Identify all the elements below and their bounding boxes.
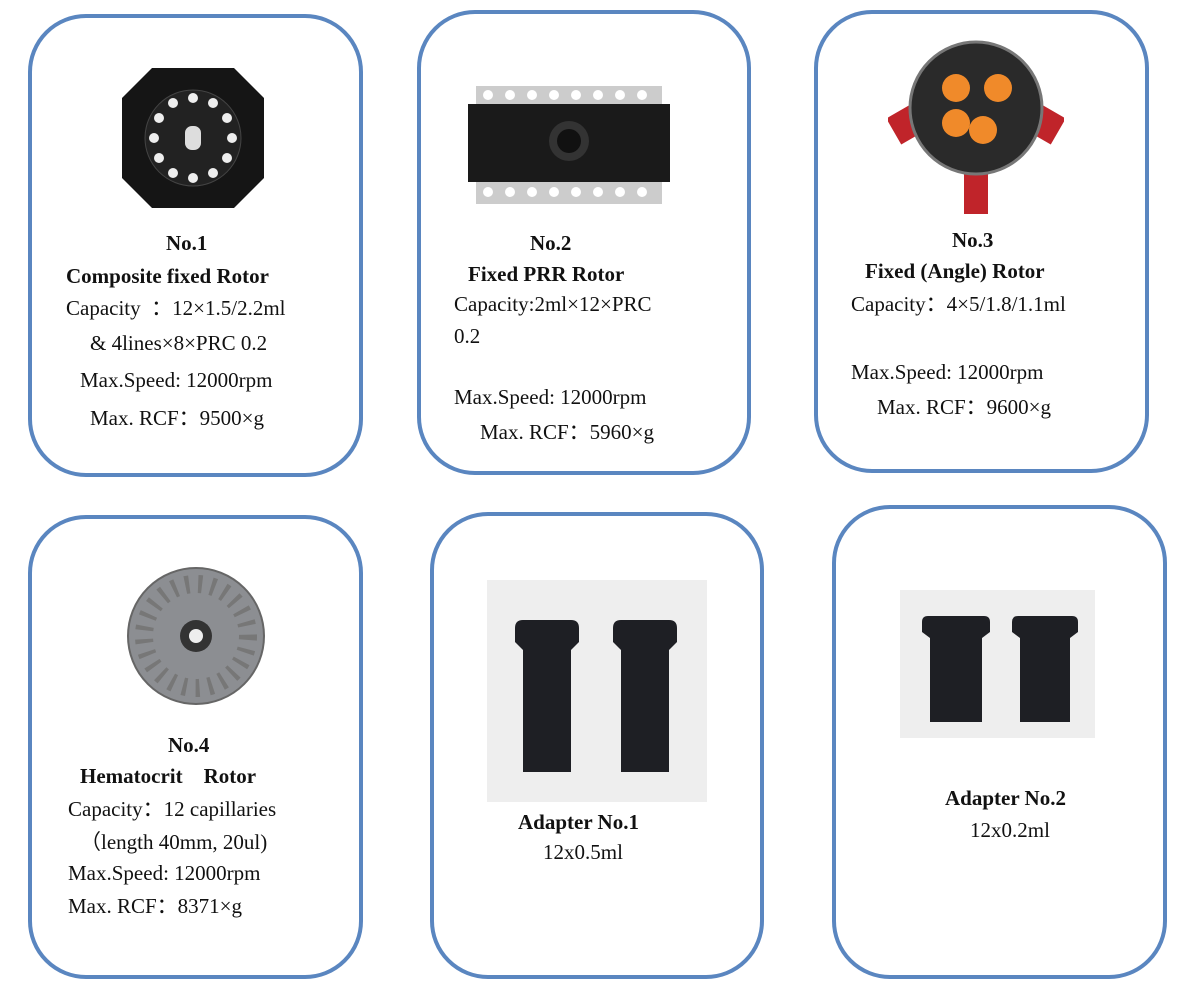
card-3-rcf: Max. RCF：9600×g	[877, 395, 1052, 419]
card-1-capacity-2: & 4lines×8×PRC 0.2	[90, 331, 268, 355]
card-4-title: Hematocrit Rotor	[80, 764, 257, 788]
card-2-title: Fixed PRR Rotor	[468, 262, 625, 286]
adapter-1-capacity: 12x0.5ml	[543, 840, 623, 864]
card-1-rcf: Max. RCF：9500×g	[90, 406, 265, 430]
card-2-number: No.2	[530, 231, 572, 255]
card-4-rcf: Max. RCF：8371×g	[68, 894, 243, 918]
card-4-capacity-2: （length 40mm, 20ul)	[80, 830, 268, 854]
card-2-speed: Max.Speed: 12000rpm	[454, 385, 647, 409]
adapter-2-image	[900, 590, 1095, 738]
card-3-number: No.3	[952, 228, 994, 252]
card-3-speed: Max.Speed: 12000rpm	[851, 360, 1044, 384]
composite-rotor-image	[122, 68, 264, 208]
card-1-speed: Max.Speed: 12000rpm	[80, 368, 273, 392]
card-1-title: Composite fixed Rotor	[66, 264, 269, 288]
hematocrit-rotor-image	[127, 567, 265, 705]
card-1-number: No.1	[166, 231, 208, 255]
rotor-card-3	[814, 10, 1149, 473]
card-2-capacity-2: 0.2	[454, 324, 481, 348]
card-4-number: No.4	[168, 733, 210, 757]
card-3-capacity: Capacity：4×5/1.8/1.1ml	[851, 292, 1066, 316]
prr-rotor-image	[468, 86, 670, 204]
adapter-1-title: Adapter No.1	[518, 810, 639, 834]
card-4-speed: Max.Speed: 12000rpm	[68, 861, 261, 885]
card-3-title: Fixed (Angle) Rotor	[865, 259, 1045, 283]
angle-rotor-image	[888, 40, 1064, 214]
adapter-2-title: Adapter No.2	[945, 786, 1066, 810]
card-2-rcf: Max. RCF：5960×g	[480, 420, 655, 444]
adapter-2-capacity: 12x0.2ml	[970, 818, 1050, 842]
adapter-card-2	[832, 505, 1167, 979]
card-2-capacity: Capacity:2ml×12×PRC	[454, 292, 652, 316]
card-1-capacity: Capacity ：12×1.5/2.2ml	[66, 296, 286, 320]
adapter-1-image	[487, 580, 707, 802]
card-4-capacity: Capacity：12 capillaries	[68, 797, 277, 821]
